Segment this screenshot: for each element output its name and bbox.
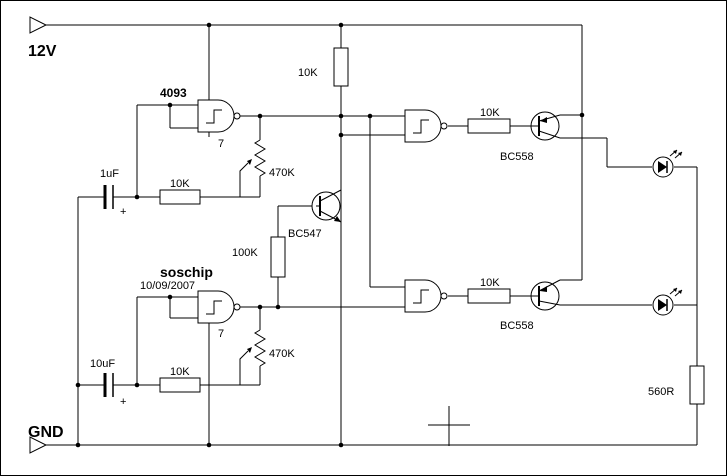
ic-pin-label-upper: 7 [218,138,224,150]
junctions [75,22,585,448]
ic-pin-label-lower: 7 [218,328,224,340]
potentiometer-upper [239,139,266,197]
potentiometer-lower-label: 470K [269,348,295,360]
credit-name: soschip [160,264,213,280]
potentiometer-upper-label: 470K [269,167,295,179]
resistor-timer-lower-label: 10K [170,366,190,378]
resistor-timer-upper-label: 10K [170,178,190,190]
resistor-timer-upper [159,189,201,205]
potentiometer-lower [239,329,266,385]
resistor-base-lower-label: 10K [480,277,500,289]
resistor-base-upper-label: 10K [480,107,500,119]
capacitor-lower-plus: + [120,396,126,408]
resistor-base-lower [467,288,511,304]
capacitor-lower [96,373,124,397]
nand-gate-stage2-lower [404,279,448,313]
gnd-label: GND [28,424,64,441]
nand-gate-lower [197,290,241,324]
crosshair-cursor-icon [428,406,470,446]
nand-gate-upper [197,99,241,133]
credit-date: 10/09/2007 [140,280,195,292]
transistor-npn [311,189,342,223]
transistor-pnp-lower [530,279,561,311]
transistor-pnp-lower-label: BC558 [500,320,534,332]
resistor-timer-lower [159,377,201,393]
resistor-base-upper [467,118,511,134]
nand-gate-stage2-upper [404,109,448,143]
capacitor-lower-label: 10uF [90,358,115,370]
resistor-bias [270,236,286,278]
vcc-label: 12V [28,43,57,60]
capacitor-upper [96,185,124,209]
gnd-rail [29,436,697,454]
transistor-npn-label: BC547 [288,228,322,240]
resistor-led [689,365,705,405]
led-upper-icon [652,149,683,178]
resistor-top [333,47,349,87]
transistor-pnp-upper-label: BC558 [500,151,534,163]
resistor-top-label: 10K [298,67,318,79]
resistor-led-label: 560R [648,386,674,398]
transistor-pnp-upper [530,111,561,141]
ic-part-label: 4093 [160,86,187,100]
capacitor-upper-label: 1uF [100,168,119,180]
capacitor-upper-plus: + [120,206,126,218]
led-lower-icon [652,287,683,316]
resistor-bias-label: 100K [232,247,258,259]
vcc-rail [29,16,582,34]
wires [77,25,698,445]
